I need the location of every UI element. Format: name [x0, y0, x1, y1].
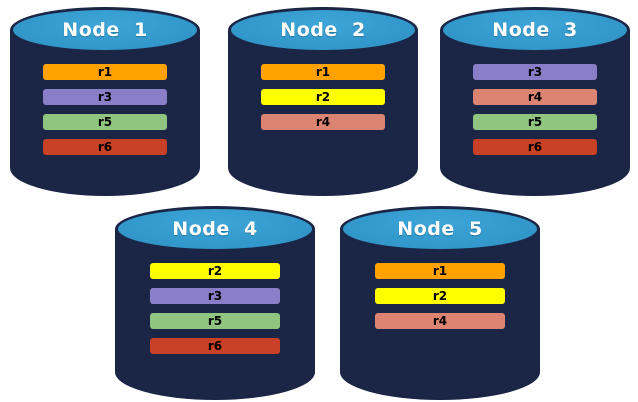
node-1-cylinder-top: Node 1 — [10, 7, 200, 53]
replica-bar-r1: r1 — [261, 64, 385, 80]
replica-bar-r6: r6 — [43, 139, 167, 155]
replica-bar-r5: r5 — [473, 114, 597, 130]
node-2-replica-list: r1 r2 r4 — [228, 64, 418, 130]
replica-bar-r3: r3 — [150, 288, 280, 304]
node-3-cylinder-body — [440, 30, 630, 196]
replica-bar-r1: r1 — [43, 64, 167, 80]
node-4-cylinder: Node 4 r2 r3 r5 r6 — [115, 206, 315, 400]
replica-bar-r2: r2 — [150, 263, 280, 279]
node-4-title: Node 4 — [172, 218, 258, 240]
node-2-cylinder-top: Node 2 — [228, 7, 418, 53]
replica-bar-r3: r3 — [473, 64, 597, 80]
node-5-title: Node 5 — [397, 218, 483, 240]
replica-bar-r3: r3 — [43, 89, 167, 105]
node-3-cylinder-top: Node 3 — [440, 7, 630, 53]
node-5-cylinder: Node 5 r1 r2 r4 — [340, 206, 540, 400]
replica-bar-r4: r4 — [473, 89, 597, 105]
node-1-title: Node 1 — [62, 19, 148, 41]
node-2-cylinder: Node 2 r1 r2 r4 — [228, 7, 418, 196]
replica-bar-r2: r2 — [375, 288, 505, 304]
replica-bar-r6: r6 — [150, 338, 280, 354]
replica-bar-r2: r2 — [261, 89, 385, 105]
node-1-replica-list: r1 r3 r5 r6 — [10, 64, 200, 155]
node-3-cylinder: Node 3 r3 r4 r5 r6 — [440, 7, 630, 196]
node-5-replica-list: r1 r2 r4 — [340, 263, 540, 329]
node-1-cylinder: Node 1 r1 r3 r5 r6 — [10, 7, 200, 196]
replica-bar-r4: r4 — [261, 114, 385, 130]
node-2-cylinder-body — [228, 30, 418, 196]
replica-bar-r5: r5 — [150, 313, 280, 329]
replica-bar-r5: r5 — [43, 114, 167, 130]
node-1-cylinder-body — [10, 30, 200, 196]
node-2-title: Node 2 — [280, 19, 366, 41]
node-3-replica-list: r3 r4 r5 r6 — [440, 64, 630, 155]
node-3-title: Node 3 — [492, 19, 578, 41]
node-5-cylinder-top: Node 5 — [340, 206, 540, 252]
replica-bar-r1: r1 — [375, 263, 505, 279]
node-4-cylinder-top: Node 4 — [115, 206, 315, 252]
replica-bar-r6: r6 — [473, 139, 597, 155]
replica-bar-r4: r4 — [375, 313, 505, 329]
node-4-replica-list: r2 r3 r5 r6 — [115, 263, 315, 354]
